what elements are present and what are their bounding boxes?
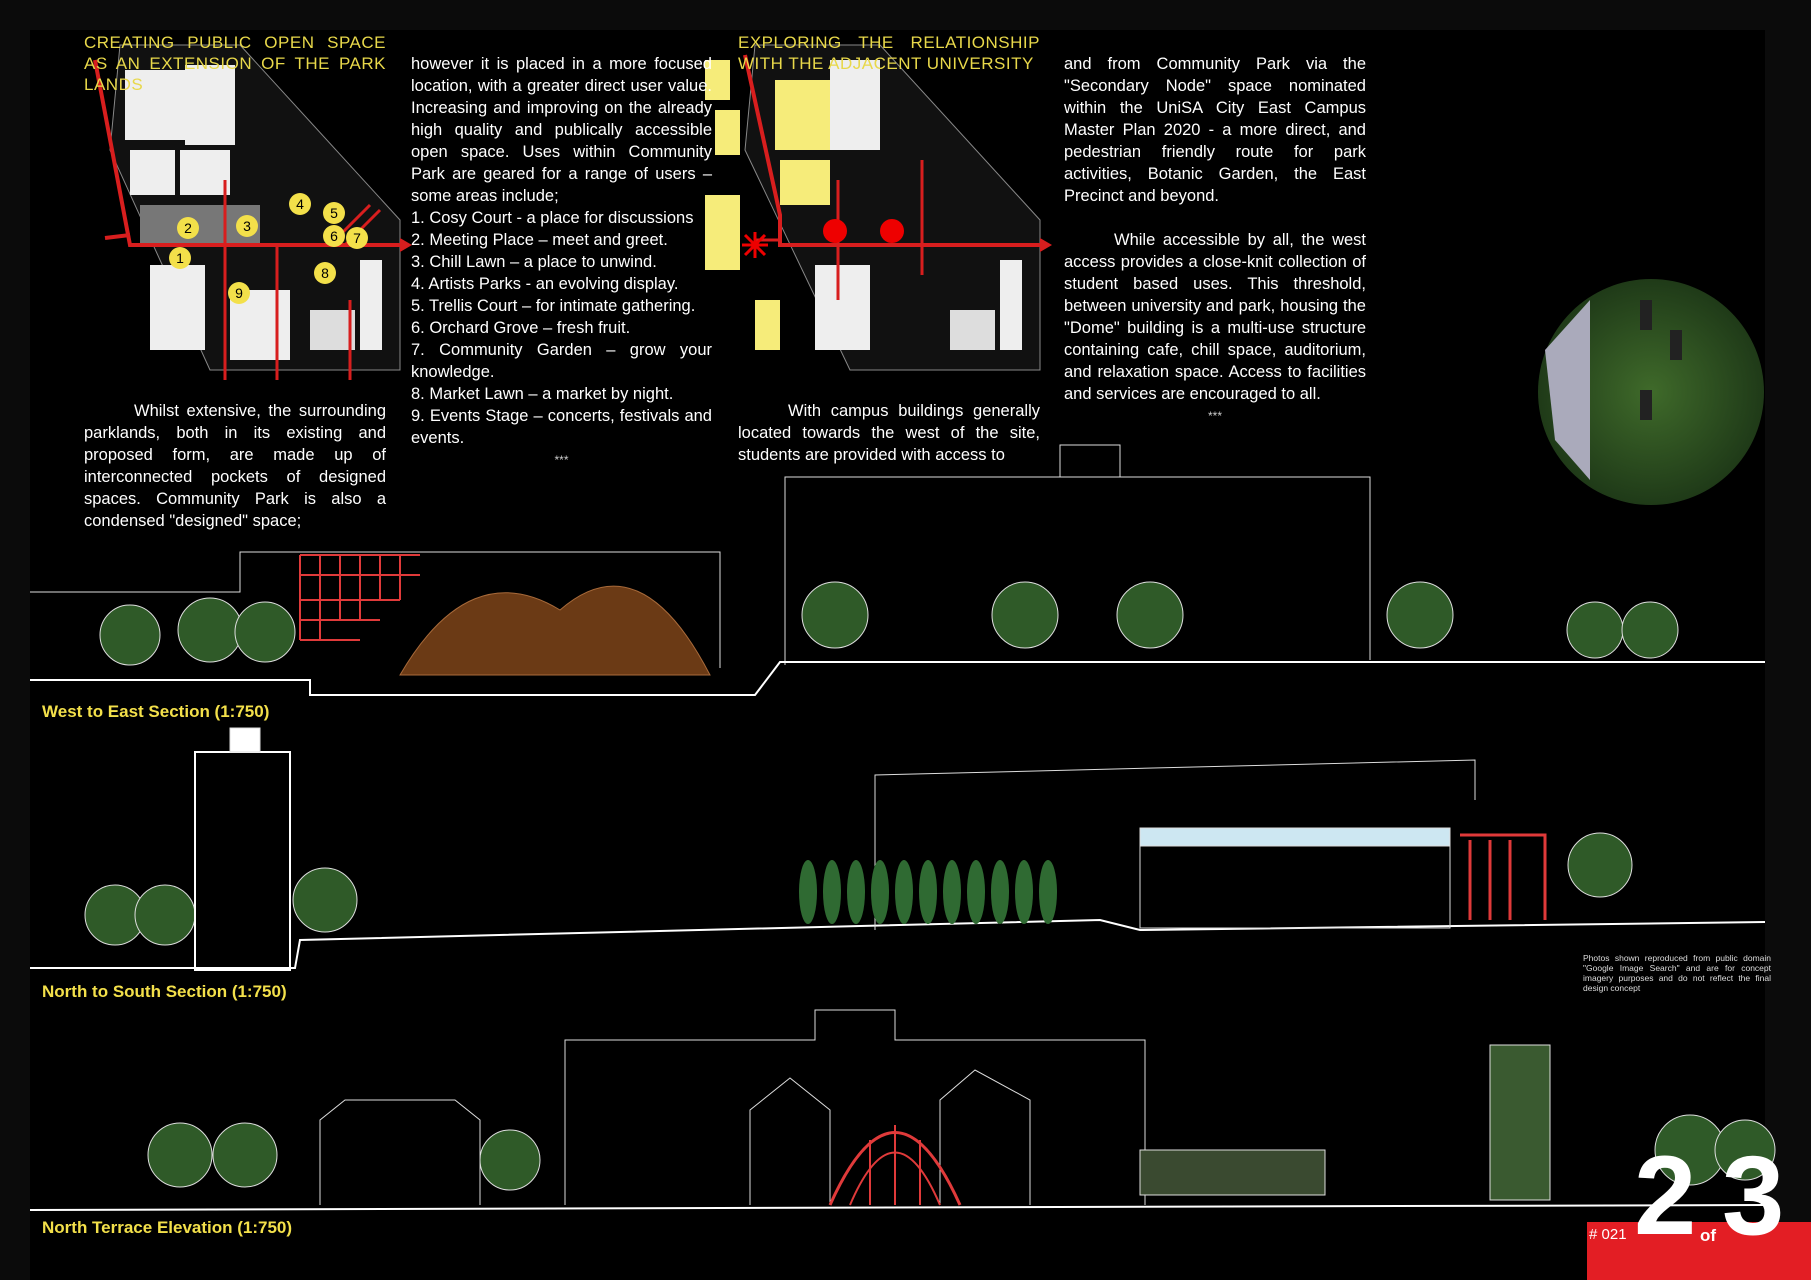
node-star-icon xyxy=(742,232,768,258)
paragraph-spacer xyxy=(1064,207,1366,229)
list-item: 8. Market Lawn – a market by night. xyxy=(411,385,674,403)
plan-markers: 1 2 3 4 5 6 7 8 9 xyxy=(169,193,368,304)
west-east-section xyxy=(30,444,1765,696)
sheet-number: # 021 xyxy=(1589,1226,1627,1243)
marker: 6 xyxy=(330,228,338,244)
trees xyxy=(84,581,1776,1191)
panel2-heading: EXPLORING THE RELATIONSHIP WITH THE ADJA… xyxy=(738,33,1040,73)
panel1-heading: CREATING PUBLIC OPEN SPACE AS AN EXTENSI… xyxy=(84,33,386,94)
panel2-column2: and from Community Park via the "Seconda… xyxy=(1064,53,1366,427)
end-mark: *** xyxy=(1207,409,1222,423)
panel1-continued: however it is placed in a more focused l… xyxy=(411,55,712,205)
end-mark: *** xyxy=(554,453,569,467)
marker: 8 xyxy=(321,265,329,281)
panel1-column2: however it is placed in a more focused l… xyxy=(411,53,712,471)
marker: 3 xyxy=(243,218,251,234)
list-item: 5. Trellis Court – for intimate gatherin… xyxy=(411,297,696,315)
list-item: 4. Artists Parks - an evolving display. xyxy=(411,275,679,293)
north-south-section xyxy=(30,727,1766,971)
panel2-intro-text: With campus buildings generally located … xyxy=(738,402,1040,464)
page-of: of xyxy=(1700,1226,1717,1245)
poplar-trees xyxy=(799,860,1057,924)
list-item: 2. Meeting Place – meet and greet. xyxy=(411,231,668,249)
marker: 7 xyxy=(353,230,361,246)
list-item: 9. Events Stage – concerts, festivals an… xyxy=(411,407,712,447)
north-south-section-label: North to South Section (1:750) xyxy=(42,982,287,1001)
list-item: 7. Community Garden – grow your knowledg… xyxy=(411,341,712,381)
panel2-continued: and from Community Park via the "Seconda… xyxy=(1064,55,1366,205)
photo-disclaimer: Photos shown reproduced from public doma… xyxy=(1583,953,1771,993)
list-item: 3. Chill Lawn – a place to unwind. xyxy=(411,253,657,271)
site-plan-2 xyxy=(705,44,1052,371)
page-number-box xyxy=(1587,1222,1811,1280)
panel2-intro: With campus buildings generally located … xyxy=(738,400,1040,466)
list-item: 6. Orchard Grove – fresh fruit. xyxy=(411,319,631,337)
marker: 2 xyxy=(184,220,192,236)
list-item: 1. Cosy Court - a place for discussions xyxy=(411,209,694,227)
west-east-section-label: West to East Section (1:750) xyxy=(42,702,270,721)
site-plan-1 xyxy=(93,44,412,380)
north-terrace-elevation xyxy=(29,1009,1766,1211)
panel2-para2: While accessible by all, the west access… xyxy=(1064,231,1366,403)
panel1-intro-text: Whilst extensive, the surrounding parkla… xyxy=(84,402,386,530)
page-total: 3 xyxy=(1722,1133,1785,1258)
marker: 4 xyxy=(296,196,304,212)
marker: 1 xyxy=(176,250,184,266)
green-wall-photo xyxy=(1538,279,1764,505)
north-terrace-elevation-label: North Terrace Elevation (1:750) xyxy=(42,1218,293,1237)
page-current: 2 xyxy=(1634,1133,1697,1258)
panel1-intro: Whilst extensive, the surrounding parkla… xyxy=(84,400,386,532)
marker: 9 xyxy=(235,285,243,301)
marker: 5 xyxy=(330,205,338,221)
